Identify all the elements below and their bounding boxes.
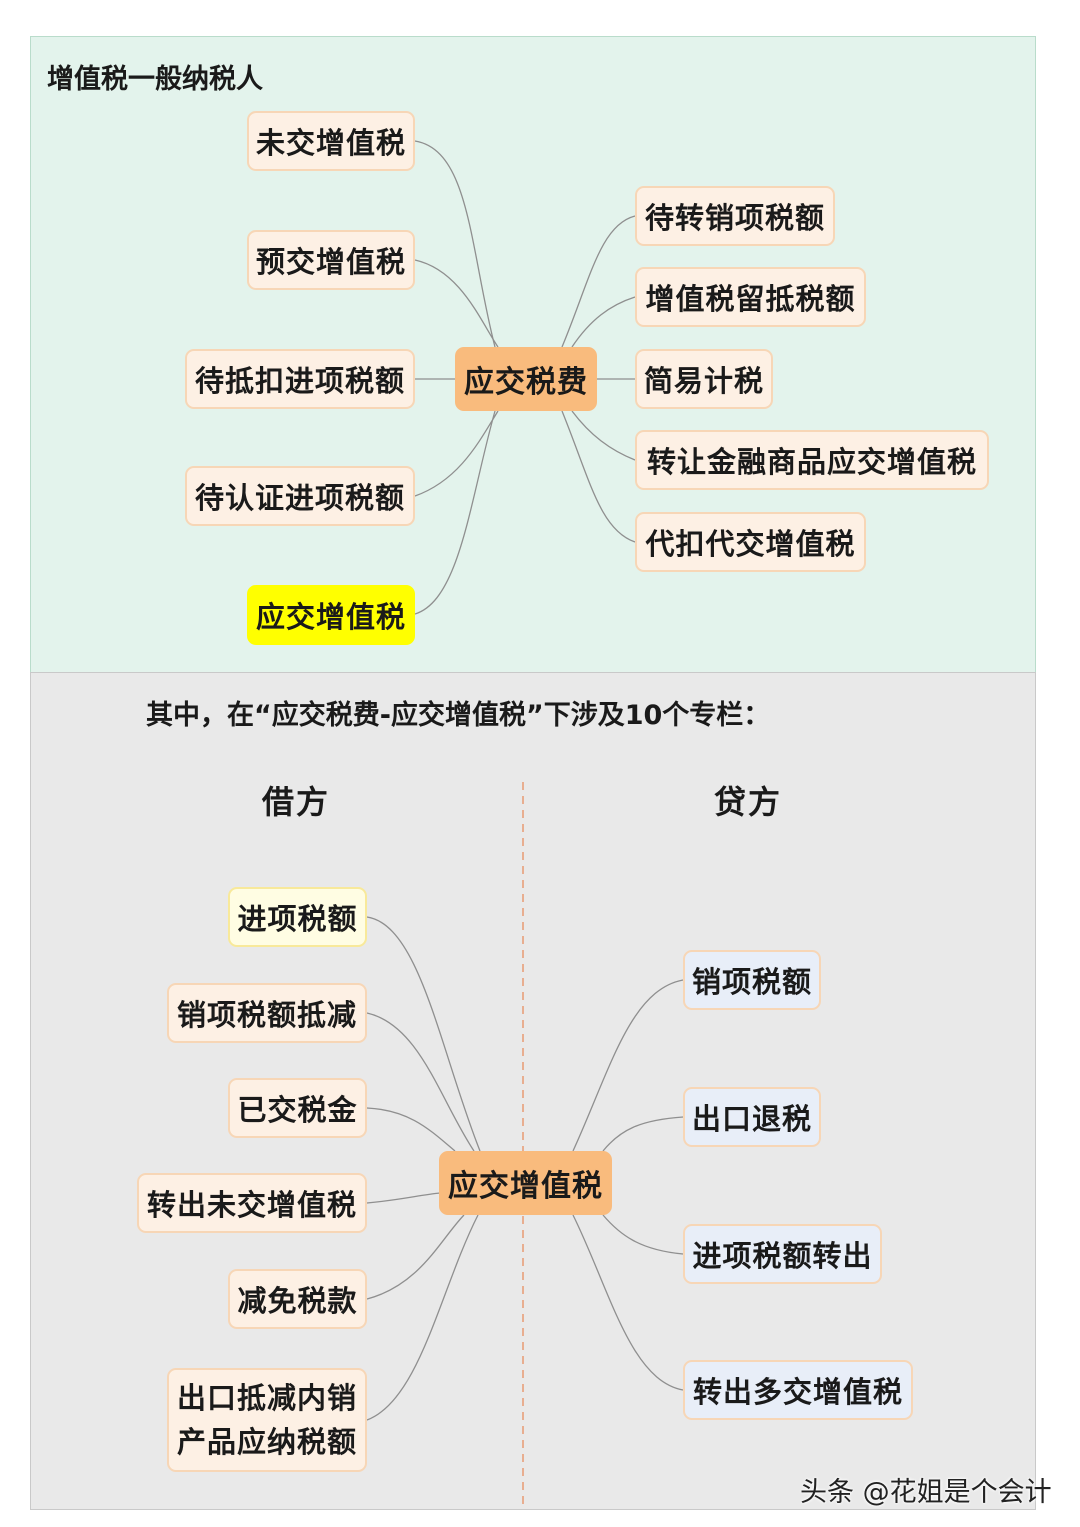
- debit-node-xiaoxiangdijian: 销项税额抵减: [167, 983, 367, 1043]
- credit-node-zhuanchuduojiao: 转出多交增值税: [683, 1360, 913, 1420]
- right-node-daizhuanxiao: 待转销项税额: [635, 186, 835, 246]
- left-node-daidikou: 待抵扣进项税额: [185, 349, 415, 409]
- center-node-yingjiaoshuifei: 应交税费: [455, 347, 597, 411]
- debit-node-chukoudijian: 出口抵减内销 产品应纳税额: [167, 1368, 367, 1472]
- credit-node-xiaoxiang: 销项税额: [683, 950, 821, 1010]
- credit-heading: 贷方: [714, 783, 783, 821]
- left-node-yujiao: 预交增值税: [247, 230, 415, 290]
- left-node-yingjiao-highlighted: 应交增值税: [247, 585, 415, 645]
- debit-node-yijiao: 已交税金: [228, 1078, 367, 1138]
- debit-node-chukoudijian-line2: 产品应纳税额: [176, 1425, 357, 1459]
- watermark: 头条 @花姐是个会计: [800, 1477, 1052, 1508]
- left-node-dairenzheng: 待认证进项税额: [185, 466, 415, 526]
- debit-heading: 借方: [262, 783, 331, 821]
- center-node-yingjiaozengzhishui: 应交增值税: [439, 1151, 612, 1215]
- right-node-daikou: 代扣代交增值税: [635, 512, 866, 572]
- right-node-jinrong: 转让金融商品应交增值税: [635, 430, 989, 490]
- credit-node-jinxiangzhuanchu: 进项税额转出: [683, 1224, 882, 1284]
- right-node-jianyi: 简易计税: [635, 349, 773, 409]
- credit-node-chukoutuishui: 出口退税: [683, 1087, 821, 1147]
- debit-node-jianmian: 减免税款: [228, 1269, 367, 1329]
- left-node-weijiao: 未交增值税: [247, 111, 415, 171]
- section-intro: 其中，在“应交税费-应交增值税”下涉及10个专栏：: [146, 700, 771, 731]
- debit-node-zhuanchuweijiao: 转出未交增值税: [137, 1173, 367, 1233]
- debit-node-jinxiang: 进项税额: [228, 887, 367, 947]
- right-node-liudi: 增值税留抵税额: [635, 267, 866, 327]
- debit-node-chukoudijian-line1: 出口抵减内销: [176, 1381, 357, 1415]
- section-title: 增值税一般纳税人: [47, 64, 263, 95]
